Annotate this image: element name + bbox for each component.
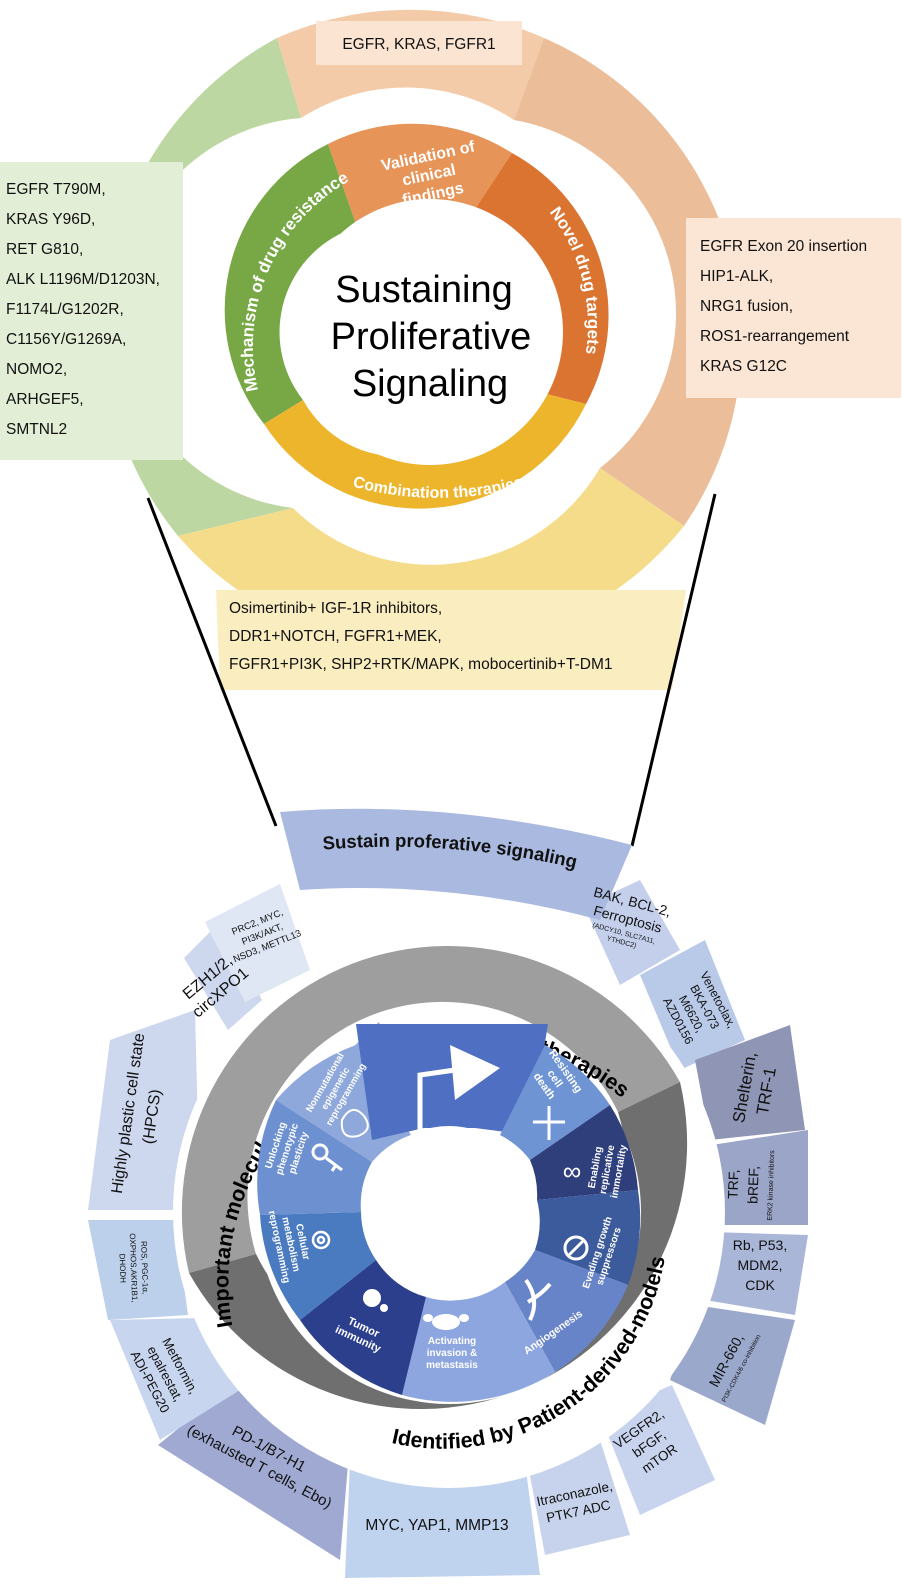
novel-list-box — [686, 218, 901, 398]
svg-text:OXPHOS,AKR1B1,: OXPHOS,AKR1B1, — [128, 1233, 139, 1303]
resistance-list-box — [0, 162, 183, 460]
novel-list-item: KRAS G12C — [700, 358, 788, 375]
prohibited-icon — [563, 1235, 589, 1261]
combination-list-item: Osimertinib+ IGF-1R inhibitors, — [229, 600, 443, 617]
combination-list-item: DDR1+NOTCH, FGFR1+MEK, — [229, 628, 442, 645]
novel-list-item: ROS1-rearrangement — [700, 328, 850, 345]
combination-list: Osimertinib+ IGF-1R inhibitors, DDR1+NOTC… — [229, 595, 612, 679]
outer-box-bak — [584, 880, 680, 985]
top-label: EGFR, KRAS, FGFR1 — [342, 36, 495, 53]
sector-cell-death — [500, 1045, 610, 1160]
label-venetoclax: Venetoclax, BKA-073 M6620, AZD0156 — [660, 969, 739, 1047]
resistance-list-item: EGFR T790M, — [6, 181, 106, 198]
svg-text:bREF,: bREF, — [744, 1165, 761, 1204]
outer-box-hpcs — [88, 1010, 200, 1210]
label-myc: MYC, YAP1, MMP13 — [365, 1517, 508, 1534]
connector-line-left — [146, 497, 278, 827]
resistance-list-item: RET G810, — [6, 241, 84, 258]
resistance-list-item: NOMO2, — [6, 361, 68, 378]
resistance-list-item: KRAS Y96D, — [6, 211, 96, 228]
novel-list-item: EGFR Exon 20 insertion — [700, 238, 868, 255]
svg-text:Activating: Activating — [428, 1336, 476, 1347]
center-title-line-2: Proliferative — [331, 316, 532, 358]
label-invasion: Activating invasion & metastasis — [426, 1336, 478, 1371]
top-center-circle — [297, 199, 563, 465]
svg-text:TRF,: TRF, — [725, 1169, 742, 1199]
resistance-list-item: SMTNL2 — [6, 421, 68, 438]
inner-sector-mechanism — [224, 144, 357, 424]
sector-tumor-immunity — [300, 1260, 426, 1395]
sector-proliferative-arrow — [356, 1024, 548, 1140]
svg-text:metastasis: metastasis — [426, 1360, 478, 1371]
svg-text:ROS, PGC-1α,: ROS, PGC-1α, — [139, 1241, 150, 1294]
infinity-icon: ∞ — [563, 1156, 582, 1186]
bottom-center-hole — [363, 1126, 535, 1298]
resistance-list-item: F1174L/G1202R, — [6, 301, 124, 318]
arrow-head-icon — [450, 1045, 500, 1100]
outer-box-myc — [345, 1463, 540, 1578]
center-title-line-3: Signaling — [352, 363, 508, 405]
sector-growth-suppressors — [535, 1190, 641, 1285]
resistance-list-item: ARHGEF5, — [6, 391, 84, 408]
svg-text:ERK2 kinase inhibitors: ERK2 kinase inhibitors — [767, 1150, 776, 1221]
outer-box-mir — [670, 1305, 795, 1425]
combination-list-item: FGFR1+PI3K, SHP2+RTK/MAPK, mobocertinib+… — [229, 656, 613, 673]
outer-sector-novel — [514, 38, 742, 526]
center-title-line-1: Sustaining — [335, 269, 512, 311]
svg-text:MDM2,: MDM2, — [737, 1257, 782, 1273]
resistance-list: EGFR T790M, KRAS Y96D, RET G810, ALK L1196M… — [6, 175, 160, 445]
vessel-icon — [524, 1278, 552, 1321]
svg-text:DHODH: DHODH — [117, 1254, 127, 1284]
resistance-list-item: ALK L1196M/D1203N, — [6, 271, 160, 288]
svg-text:CDK: CDK — [745, 1277, 775, 1293]
sector-metabolism — [260, 1212, 376, 1320]
cell-icon — [423, 1314, 469, 1330]
resistance-list-item: C1156Y/G1269A, — [6, 331, 127, 348]
combination-list-box — [216, 590, 686, 690]
sector-angiogenesis — [505, 1250, 628, 1372]
cross-icon — [533, 1106, 565, 1140]
outer-box-shelterin — [695, 1025, 805, 1140]
connector-line-right — [630, 493, 717, 847]
label-trf: TRF, bREF, ERK2 kinase inhibitors — [725, 1150, 777, 1221]
label-rb: Rb, P53, MDM2, CDK — [733, 1237, 787, 1293]
key-icon — [311, 1143, 343, 1172]
outer-box-ros — [88, 1220, 188, 1320]
brain-icon — [340, 1109, 369, 1138]
label-ros: ROS, PGC-1α, OXPHOS,AKR1B1, DHODH — [117, 1233, 150, 1303]
immune-cell-icon — [363, 1289, 388, 1312]
svg-text:invasion &: invasion & — [427, 1348, 478, 1359]
outer-box-trf — [712, 1130, 808, 1225]
outer-box-prc2 — [205, 884, 310, 1002]
top-wheel: Sustaining Proliferative Signaling Valid… — [0, 9, 901, 690]
bottom-wheel: Sustain proferative signaling Important … — [88, 808, 808, 1578]
outer-box-venetoclax — [640, 940, 745, 1070]
outer-box-rb — [705, 1232, 808, 1315]
novel-list-item: NRG1 fusion, — [700, 298, 794, 315]
sector-invasion — [402, 1282, 555, 1402]
upper-ring — [181, 945, 681, 1273]
outer-box-itraconazole — [527, 1440, 630, 1555]
novel-list-item: HIP1-ALK, — [700, 268, 774, 285]
gear-icon — [311, 1230, 331, 1250]
arrow-icon — [417, 1067, 456, 1130]
banner — [280, 808, 632, 920]
svg-text:Rb, P53,: Rb, P53, — [733, 1237, 787, 1253]
outer-box-metformin — [110, 1318, 240, 1440]
top-label-box — [316, 21, 522, 65]
sector-immortality — [530, 1105, 638, 1200]
outer-box-ezh — [184, 920, 262, 1030]
